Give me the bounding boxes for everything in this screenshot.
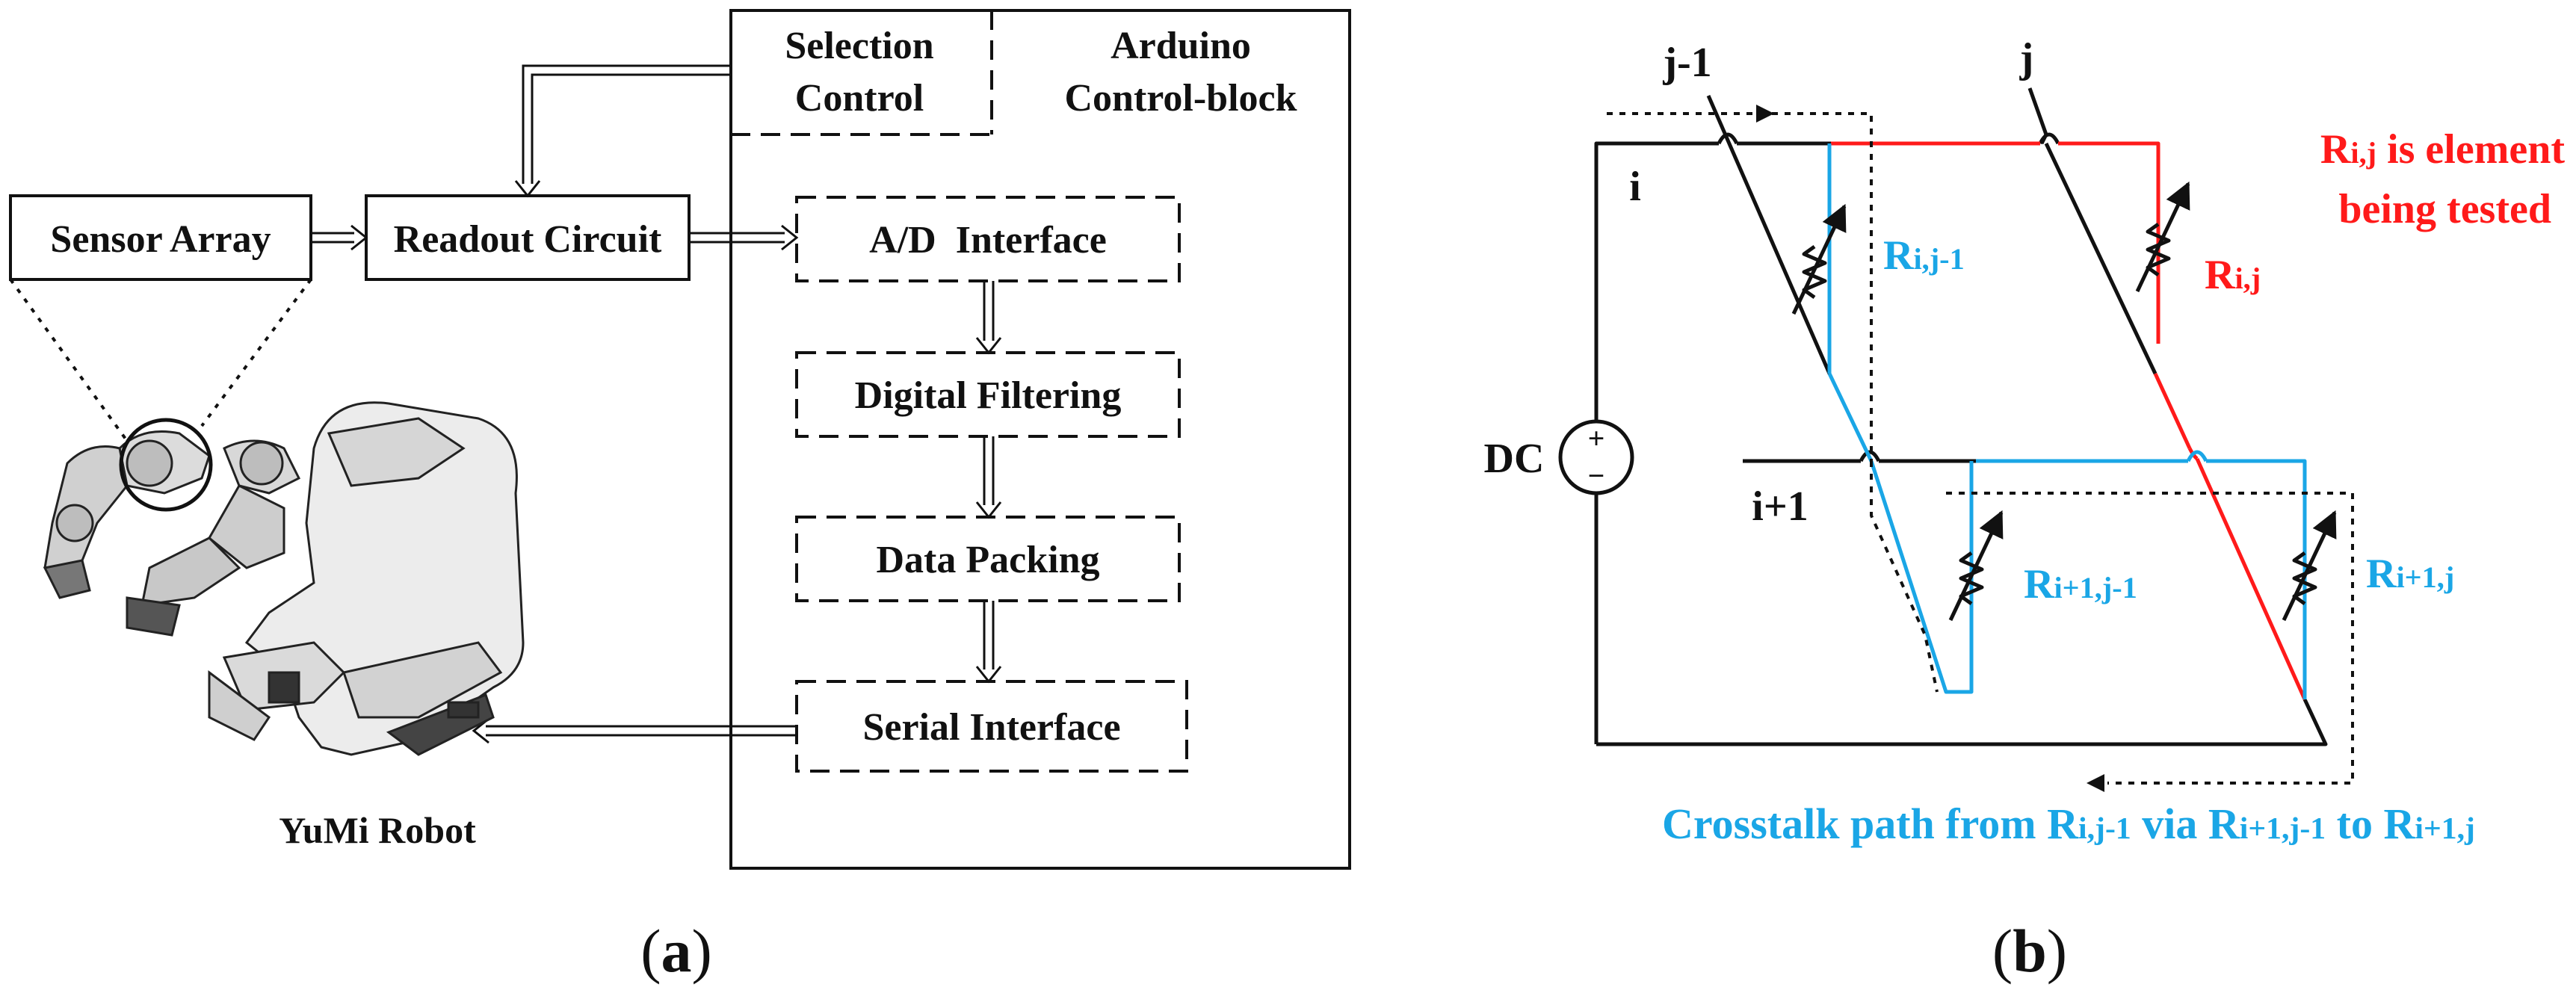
dc-plus-sign: + [1588, 421, 1605, 455]
tested-note-line2: being tested [2338, 186, 2551, 232]
arrow-readout-to-ad [689, 224, 799, 251]
dc-source [1558, 419, 1634, 495]
ad-interface-label: A/D Interface [869, 219, 1107, 262]
crosstalk-arrow-top [1756, 105, 1774, 123]
digital-filtering-label: Digital Filtering [855, 374, 1122, 417]
arduino-label-line1: Arduino [1111, 25, 1251, 67]
resistor-r-i1-j [2282, 510, 2337, 622]
label-row-i: i [1629, 164, 1641, 210]
sensor-array-box [9, 194, 312, 281]
label-row-i-plus-1: i+1 [1752, 483, 1808, 530]
data-packing-label: Data Packing [877, 539, 1100, 581]
yumi-robot-illustration [43, 401, 525, 756]
arduino-control-block [729, 9, 1351, 870]
panel-b-circuit [1558, 87, 2354, 792]
label-dc: DC [1484, 436, 1545, 482]
resistor-r-i-j-minus-1 [1791, 203, 1847, 315]
crosstalk-caption: Crosstalk path from Ri,j-1 via Ri+1,j-1 … [1662, 799, 2475, 848]
resistor-r-i1-j-minus-1 [1948, 510, 2004, 622]
zoom-lines [9, 278, 312, 442]
tested-note-line1: Ri,j is element [2320, 126, 2565, 173]
caption-b: (b) [1992, 917, 2067, 985]
arrow-selection-to-readout [514, 64, 731, 198]
black-wires [1594, 87, 2328, 746]
yumi-robot-label: YuMi Robot [279, 809, 476, 851]
arrow-sensor-to-readout [311, 224, 368, 251]
dc-minus-sign: − [1588, 459, 1605, 492]
label-r-i1-j-minus-1: Ri+1,j-1 [2024, 561, 2137, 607]
selection-control-box [731, 10, 993, 136]
serial-interface-label: Serial Interface [862, 706, 1120, 749]
label-r-i-j: Ri,j [2205, 252, 2261, 298]
sensor-array-label: Sensor Array [50, 218, 271, 261]
crosstalk-dotted-path [1607, 112, 2354, 785]
label-r-i-j-minus-1: Ri,j-1 [1883, 232, 1965, 279]
crosstalk-arrow-bottom [2087, 774, 2104, 792]
panel-a-block-diagram [9, 9, 1351, 870]
label-col-j: j [2019, 35, 2034, 81]
caption-a: (a) [640, 917, 712, 985]
arrow-serial-to-robot [472, 717, 797, 744]
arrow-packing-to-serial [975, 601, 1002, 684]
red-path [1831, 141, 2307, 701]
blue-paths [1827, 143, 2307, 699]
readout-circuit-label: Readout Circuit [394, 218, 662, 261]
arrow-ad-to-filtering [975, 281, 1002, 355]
label-col-j-minus-1: j-1 [1662, 40, 1711, 86]
arduino-label-line2: Control-block [1064, 77, 1297, 120]
arrow-filtering-to-packing [975, 436, 1002, 519]
resistor-r-i-j [2135, 181, 2190, 293]
selection-control-label-line2: Control [795, 77, 924, 120]
selection-control-label-line1: Selection [785, 25, 933, 67]
ad-interface-box [795, 196, 1181, 282]
label-r-i1-j: Ri+1,j [2366, 551, 2454, 597]
